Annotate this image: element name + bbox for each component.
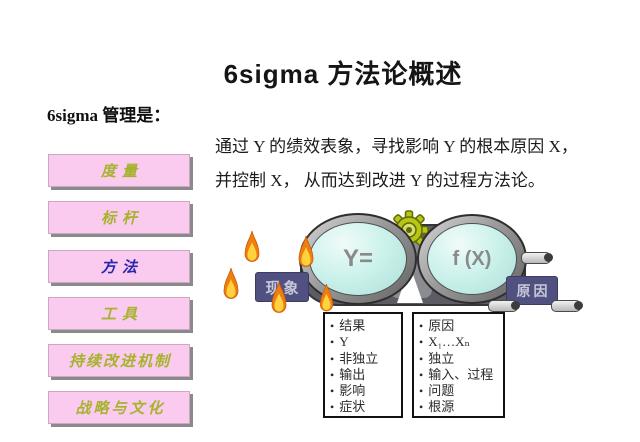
list-item: 独立 <box>419 351 498 367</box>
bullet-icon <box>488 300 520 312</box>
list-item: 结果 <box>330 318 396 334</box>
bullet-tip <box>511 301 520 310</box>
sidebar-item-label: 战略与文化 <box>75 401 166 417</box>
list-item: 影响 <box>330 383 396 399</box>
left-lens-label: Y= <box>342 245 374 272</box>
sidebar-item-label: 度量 <box>100 164 143 180</box>
sidebar-item-label: 标杆 <box>100 211 143 227</box>
bullet-icon <box>551 300 583 312</box>
list-item: 症状 <box>330 399 396 415</box>
sidebar-item-strategy-culture: 战略与文化 <box>48 391 190 424</box>
sidebar-item-benchmark: 标杆 <box>48 201 190 234</box>
list-item: 问题 <box>419 383 498 399</box>
description-line: 通过 Y 的绩效表象，寻找影响 Y 的根本原因 X， <box>215 137 578 156</box>
bullet-tip <box>574 301 583 310</box>
effect-list-box: 结果 Y 非独立 输出 影响 症状 <box>323 312 403 418</box>
list-item: Y <box>330 334 396 350</box>
bullet-icon <box>521 252 553 264</box>
right-lens-glass: f (X) <box>427 223 517 295</box>
list-item: 输入、过程 <box>419 367 498 383</box>
list-item: 原因 <box>419 318 498 334</box>
flame-icon <box>319 283 334 312</box>
page-title: 6sigma 方法论概述 <box>223 59 463 89</box>
description: 通过 Y 的绩效表象，寻找影响 Y 的根本原因 X， 并控制 X， 从而达到改进… <box>215 130 633 198</box>
list-item: 非独立 <box>330 351 396 367</box>
flame-icon <box>298 235 314 267</box>
phenomenon-badge: 现象 <box>255 272 309 302</box>
description-line: 并控制 X， 从而达到改进 Y 的过程方法论。 <box>215 171 545 190</box>
sidebar-item-continuous-improvement: 持续改进机制 <box>48 344 190 377</box>
sidebar-item-tools: 工具 <box>48 297 190 330</box>
left-lens: Y= <box>299 213 417 305</box>
right-lens-label: f (X) <box>452 247 492 270</box>
sidebar-item-measure: 度量 <box>48 154 190 187</box>
flame-icon <box>271 281 287 313</box>
sidebar-item-label: 方法 <box>100 260 143 276</box>
flame-icon <box>223 267 239 299</box>
list-item: 输出 <box>330 367 396 383</box>
list-item: 根源 <box>419 399 498 415</box>
flame-icon <box>244 230 260 262</box>
sidebar-item-label: 持续改进机制 <box>68 354 171 370</box>
sidebar-item-label: 工具 <box>100 307 143 323</box>
bullet-tip <box>544 253 553 262</box>
cause-list-box: 原因 X₁…Xₙ 独立 输入、过程 问题 根源 <box>412 312 505 418</box>
subtitle: 6sigma 管理是： <box>47 106 171 125</box>
left-lens-glass: Y= <box>309 222 407 296</box>
sidebar-item-method: 方法 <box>48 250 190 283</box>
list-item: X₁…Xₙ <box>419 334 498 350</box>
